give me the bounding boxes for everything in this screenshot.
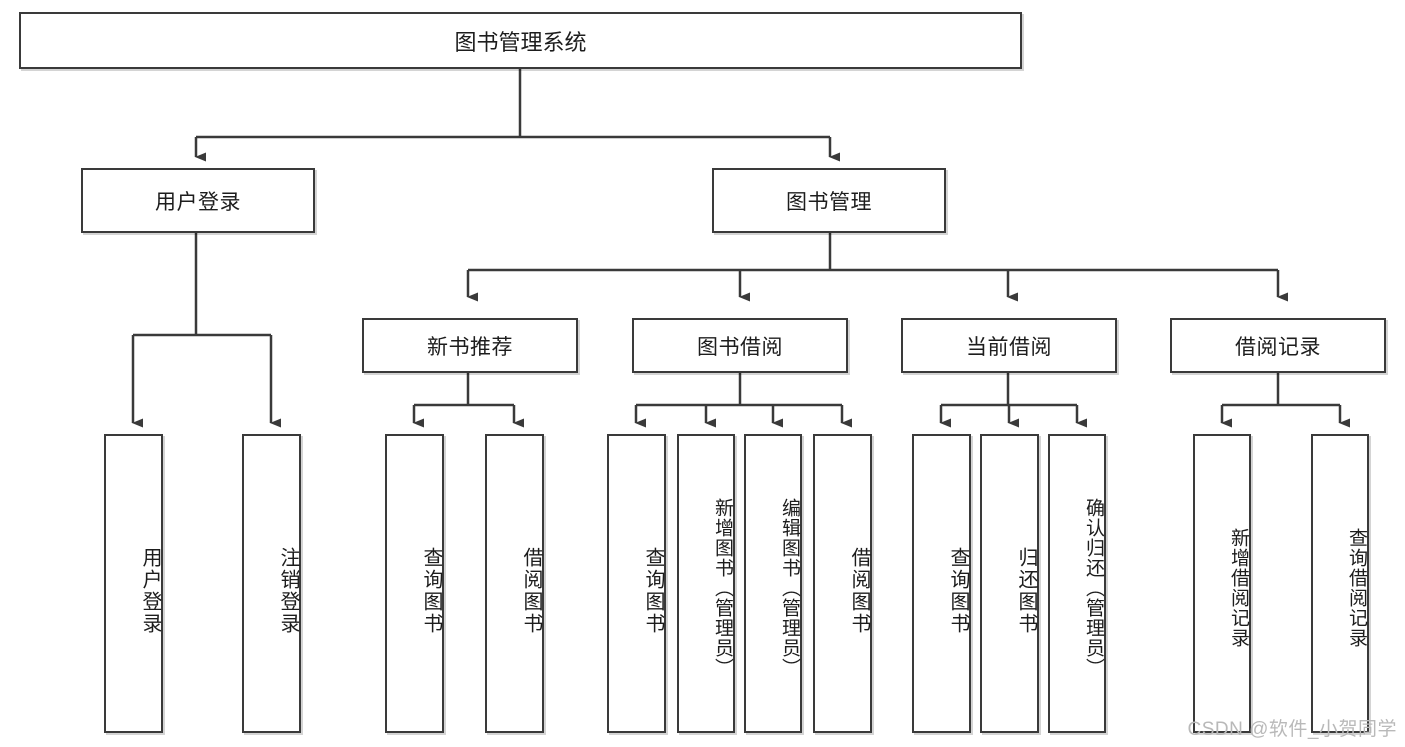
node-user-login-label: 用户登录 bbox=[155, 190, 241, 214]
leaf-return-book-label: 归还图书 bbox=[1015, 546, 1037, 635]
leaf-logout-login-label: 注销登录 bbox=[277, 546, 299, 635]
leaf-query-book-1[interactable]: 查询图书 bbox=[385, 434, 444, 733]
leaf-borrow-book-2[interactable]: 借阅图书 bbox=[813, 434, 872, 733]
watermark: CSDN @软件_小贺同学 bbox=[1187, 719, 1397, 740]
leaf-query-book-1-label: 查询图书 bbox=[420, 546, 442, 635]
leaf-query-book-2-label: 查询图书 bbox=[642, 546, 664, 635]
leaf-logout-login[interactable]: 注销登录 bbox=[242, 434, 301, 733]
leaf-user-login[interactable]: 用户登录 bbox=[104, 434, 163, 733]
leaf-borrow-book-1[interactable]: 借阅图书 bbox=[485, 434, 544, 733]
leaf-borrow-book-2-label: 借阅图书 bbox=[848, 546, 870, 635]
leaf-query-book-3[interactable]: 查询图书 bbox=[912, 434, 971, 733]
leaf-borrow-book-1-label: 借阅图书 bbox=[520, 546, 542, 635]
leaf-user-login-label: 用户登录 bbox=[139, 546, 161, 635]
leaf-add-book[interactable]: 新增图书（管理员） bbox=[677, 434, 735, 733]
node-book-borrow[interactable]: 图书借阅 bbox=[632, 318, 848, 373]
node-new-book-recommend-label: 新书推荐 bbox=[427, 335, 513, 359]
leaf-confirm-return-label: 确认归还（管理员） bbox=[1083, 497, 1104, 678]
leaf-add-book-label: 新增图书（管理员） bbox=[712, 497, 733, 678]
node-root-label: 图书管理系统 bbox=[454, 29, 587, 55]
leaf-query-record[interactable]: 查询借阅记录 bbox=[1311, 434, 1369, 733]
leaf-edit-book-label: 编辑图书（管理员） bbox=[779, 497, 800, 678]
node-book-management-label: 图书管理 bbox=[786, 190, 872, 214]
leaf-query-book-3-label: 查询图书 bbox=[947, 546, 969, 635]
leaf-query-record-label: 查询借阅记录 bbox=[1346, 527, 1367, 648]
node-current-borrow[interactable]: 当前借阅 bbox=[901, 318, 1117, 373]
node-user-login[interactable]: 用户登录 bbox=[81, 168, 315, 233]
node-current-borrow-label: 当前借阅 bbox=[966, 335, 1052, 359]
node-borrow-record[interactable]: 借阅记录 bbox=[1170, 318, 1386, 373]
leaf-return-book[interactable]: 归还图书 bbox=[980, 434, 1039, 733]
node-book-borrow-label: 图书借阅 bbox=[697, 335, 783, 359]
leaf-query-book-2[interactable]: 查询图书 bbox=[607, 434, 666, 733]
node-borrow-record-label: 借阅记录 bbox=[1235, 335, 1321, 359]
leaf-add-record-label: 新增借阅记录 bbox=[1228, 527, 1249, 648]
node-root[interactable]: 图书管理系统 bbox=[19, 12, 1022, 69]
leaf-edit-book[interactable]: 编辑图书（管理员） bbox=[744, 434, 802, 733]
leaf-add-record[interactable]: 新增借阅记录 bbox=[1193, 434, 1251, 733]
leaf-confirm-return[interactable]: 确认归还（管理员） bbox=[1048, 434, 1106, 733]
node-new-book-recommend[interactable]: 新书推荐 bbox=[362, 318, 578, 373]
node-book-management[interactable]: 图书管理 bbox=[712, 168, 946, 233]
